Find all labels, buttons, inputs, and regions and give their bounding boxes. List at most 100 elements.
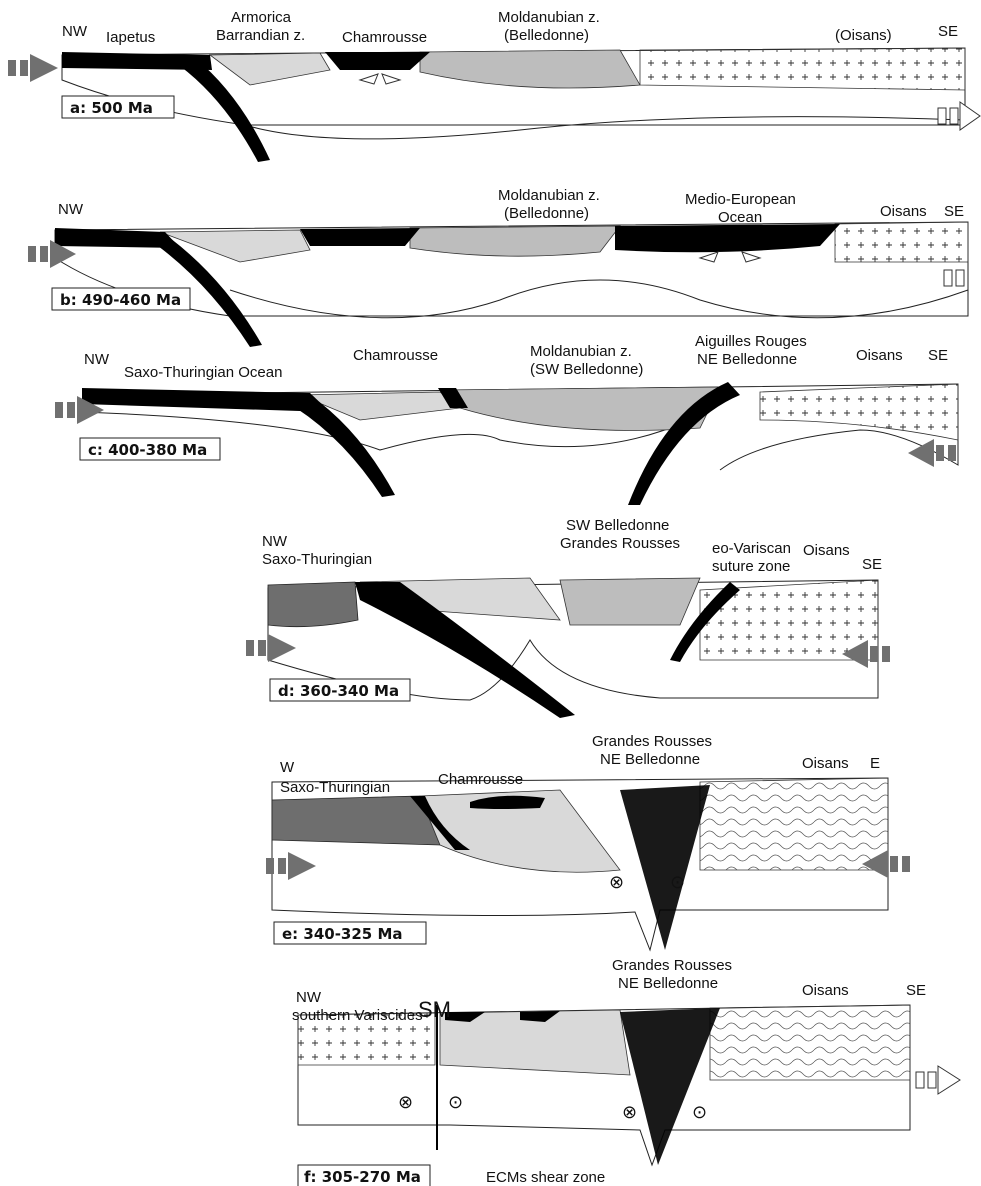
panel-e-chamrousse-nappe — [470, 795, 545, 809]
panel-f-se: SE — [906, 982, 926, 999]
panel-d-saxo-thuringian-block — [267, 581, 359, 628]
panel-f: ⊗ ⊙ ⊗ ⊙ f: 305-270 Ma NW southern Varisc… — [292, 957, 961, 1186]
panel-c-sw-belledonne: (SW Belledonne) — [530, 361, 643, 378]
panel-a-rift-arrows — [358, 73, 402, 85]
panel-e-grandes-rousses: Grandes Rousses — [592, 733, 712, 750]
panel-e-w: W — [280, 759, 295, 776]
panel-e-oisans-zone — [699, 777, 889, 871]
panel-e-push-arrow-left — [266, 852, 316, 880]
panel-c-moldanubian: Moldanubian z. — [530, 343, 632, 360]
panel-d-saxo: Saxo-Thuringian — [262, 551, 372, 568]
panel-b-se: SE — [944, 203, 964, 220]
panel-c-oisans: Oisans — [856, 347, 903, 364]
panel-a-belledonne: (Belledonne) — [504, 27, 589, 44]
panel-a-subducting-slab — [180, 58, 270, 162]
panel-c-push-arrow-right — [908, 439, 956, 467]
panel-e-light-zone — [419, 789, 621, 873]
panel-c-se: SE — [928, 347, 948, 364]
panel-e-into-page-symbol: ⊗ — [609, 872, 624, 893]
panel-b-oisans-zone — [834, 221, 969, 263]
panel-a-iapetus-oceanic-crust — [62, 52, 212, 70]
panel-b-nw: NW — [58, 201, 84, 218]
panel-f-nappe-2 — [520, 1011, 560, 1022]
panel-c-stage: c: 400-380 Ma — [88, 441, 207, 459]
panel-a-armorica-zone — [208, 52, 331, 86]
panel-e-e: E — [870, 755, 880, 772]
panel-f-out-page-symbol-left: ⊙ — [448, 1092, 463, 1113]
panel-a: a: 500 Ma NW Iapetus Armorica Barrandian… — [8, 9, 981, 162]
panel-f-southern-variscides: southern Variscides — [292, 1007, 423, 1024]
panel-d-stage: d: 360-340 Ma — [278, 682, 399, 700]
panel-a-exit-arrow — [937, 101, 981, 131]
panel-e-shear-wedge — [620, 785, 710, 950]
panel-e-saxo: Saxo-Thuringian — [280, 779, 390, 796]
panel-a-moldanubian: Moldanubian z. — [498, 9, 600, 26]
panel-d-subducting-slab — [355, 582, 575, 718]
panel-f-southern-variscides-block — [297, 1012, 436, 1066]
panel-f-into-page-symbol-left: ⊗ — [398, 1092, 413, 1113]
panel-e-chamrousse: Chamrousse — [438, 771, 523, 788]
panel-f-exit-arrow — [915, 1065, 961, 1095]
panel-b-exit-arrow — [943, 269, 965, 287]
panel-c-ne-belledonne: NE Belledonne — [697, 351, 797, 368]
panel-c-chamrousse-sliver — [438, 388, 468, 408]
panel-d-se: SE — [862, 556, 882, 573]
panel-e-oisans: Oisans — [802, 755, 849, 772]
panel-c-chamrousse: Chamrousse — [353, 347, 438, 364]
panel-c-oisans-zone — [759, 383, 959, 441]
panel-b-light-zone — [159, 229, 311, 263]
panel-e-stage-box — [273, 921, 427, 945]
panel-e-saxo-thuringian-block — [271, 795, 441, 846]
panel-b-small-ocean — [300, 228, 420, 246]
panel-b-belledonne-zone — [409, 225, 621, 257]
panel-b-lower-boundary — [229, 279, 969, 319]
panel-c-aiguilles-rouges: Aiguilles Rouges — [695, 333, 807, 350]
panel-d-grandes-rousses: Grandes Rousses — [560, 535, 680, 552]
panel-b: b: 490-460 Ma NW Moldanubian z. (Belledo… — [28, 187, 969, 347]
panel-b-nw-oceanic-crust — [55, 228, 180, 248]
panel-a-lower-boundary — [244, 116, 966, 140]
panel-b-ocean: Ocean — [718, 209, 762, 226]
panel-f-stage: f: 305-270 Ma — [304, 1168, 421, 1186]
panel-d-sw-belledonne: SW Belledonne — [566, 517, 669, 534]
panel-e-ne-belledonne: NE Belledonne — [600, 751, 700, 768]
panel-e-suture-slab — [410, 796, 470, 850]
panel-a-chamrousse-ocean — [325, 52, 430, 70]
panel-a-nw: NW — [62, 23, 88, 40]
panel-a-stage-box — [61, 95, 175, 119]
panel-a-iapetus: Iapetus — [106, 29, 155, 46]
panel-e-stage: e: 340-325 Ma — [282, 925, 403, 943]
panel-d-push-arrow-left — [246, 634, 296, 662]
panel-e-out-page-symbol: ⊙ — [670, 872, 685, 893]
panel-b-stage: b: 490-460 Ma — [60, 291, 181, 309]
panel-b-rift-arrows — [698, 251, 762, 263]
panel-b-stage-box — [51, 287, 191, 311]
panel-c-stage-box — [79, 437, 221, 461]
panel-a-oisans-zone — [639, 47, 966, 91]
panel-b-subducting-slab — [158, 238, 262, 347]
panel-a-oisans: (Oisans) — [835, 27, 892, 44]
panel-c-push-arrow-left — [55, 396, 104, 424]
panel-b-moldanubian: Moldanubian z. — [498, 187, 600, 204]
panel-c: c: 400-380 Ma NW Saxo-Thuringian Ocean C… — [55, 333, 959, 505]
panel-c-saxo: Saxo-Thuringian Ocean — [124, 364, 282, 381]
panel-e-push-arrow-right — [862, 850, 910, 878]
panel-b-medio-european-ocean — [615, 224, 840, 253]
panel-d-suture-slab — [670, 582, 740, 662]
panel-f-sm: SM — [418, 997, 451, 1022]
panel-c-saxo-thuringian-oceanic-crust — [82, 388, 330, 412]
panel-e-crust-outline — [271, 777, 889, 952]
panel-a-stage: a: 500 Ma — [70, 99, 153, 117]
panel-f-nappe-1 — [445, 1012, 485, 1022]
panel-c-lower-boundary — [81, 411, 691, 451]
panel-c-se-subducting-slab — [628, 382, 740, 505]
panel-d-stage-box — [269, 678, 411, 702]
panel-b-medio-european: Medio-European — [685, 191, 796, 208]
panel-f-out-page-symbol-right: ⊙ — [692, 1102, 707, 1123]
panel-c-subducting-slab — [296, 395, 395, 497]
panel-d-push-arrow-right — [842, 640, 890, 668]
panel-f-grandes-rousses: Grandes Rousses — [612, 957, 732, 974]
panel-f-oisans: Oisans — [802, 982, 849, 999]
panel-f-into-page-symbol-right: ⊗ — [622, 1102, 637, 1123]
